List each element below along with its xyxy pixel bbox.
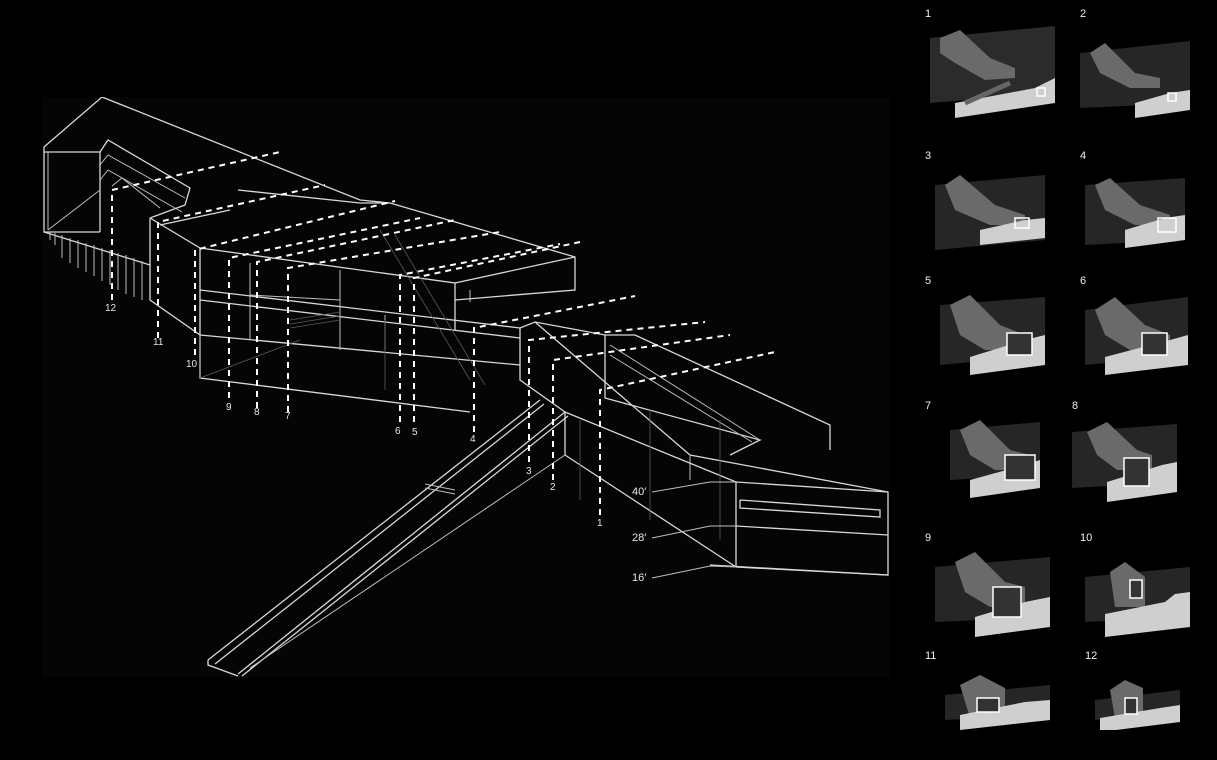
elevation-markers: 40′ 28′ 16′ xyxy=(632,481,737,584)
svg-text:8: 8 xyxy=(254,407,260,418)
section-cut-lines xyxy=(111,151,776,515)
section-model-image xyxy=(1085,178,1185,248)
central-bar xyxy=(149,189,576,413)
section-view-5: 5 xyxy=(925,275,1055,385)
svg-text:12: 12 xyxy=(105,303,117,314)
svg-text:3: 3 xyxy=(526,466,532,477)
section-view-number: 4 xyxy=(1080,150,1087,162)
section-view-2: 2 xyxy=(1080,8,1210,118)
section-view-7: 7 xyxy=(925,400,1055,510)
section-view-number: 12 xyxy=(1085,650,1098,662)
section-view-number: 11 xyxy=(925,650,937,662)
ramp xyxy=(207,399,569,677)
section-model-image xyxy=(935,175,1045,250)
section-model-image xyxy=(1085,562,1190,637)
section-view-number: 3 xyxy=(925,150,932,162)
section-view-9: 9 xyxy=(925,532,1055,642)
section-view-number: 10 xyxy=(1080,532,1093,544)
section-view-number: 2 xyxy=(1080,8,1087,20)
svg-text:28′: 28′ xyxy=(632,532,646,544)
svg-text:16′: 16′ xyxy=(632,572,646,584)
section-view-number: 1 xyxy=(925,8,932,20)
section-view-number: 6 xyxy=(1080,275,1087,287)
section-view-3: 3 xyxy=(925,150,1055,260)
section-model-image xyxy=(930,26,1055,118)
svg-text:5: 5 xyxy=(412,427,418,438)
section-view-number: 5 xyxy=(925,275,932,287)
svg-text:2: 2 xyxy=(550,482,556,493)
svg-text:7: 7 xyxy=(285,411,291,422)
section-model-image xyxy=(940,295,1045,375)
svg-text:9: 9 xyxy=(226,402,232,413)
section-model-image xyxy=(935,552,1050,637)
section-view-4: 4 xyxy=(1080,150,1210,260)
svg-text:11: 11 xyxy=(153,337,164,348)
section-model-image xyxy=(1085,297,1188,375)
section-view-1: 1 xyxy=(925,8,1055,118)
svg-text:6: 6 xyxy=(395,426,401,437)
section-labels: 12 11 10 9 8 7 6 5 4 3 2 1 xyxy=(105,303,603,529)
section-view-11: 11 xyxy=(925,650,1055,760)
section-model-image xyxy=(1072,422,1177,502)
section-view-10: 10 xyxy=(1080,532,1210,642)
east-bar xyxy=(519,321,889,576)
section-view-number: 9 xyxy=(925,532,932,544)
section-view-number: 7 xyxy=(925,400,932,412)
section-model-image xyxy=(1080,41,1190,118)
section-view-12: 12 xyxy=(1085,650,1215,760)
west-wing xyxy=(43,97,391,300)
svg-text:40′: 40′ xyxy=(632,486,646,498)
section-view-8: 8 xyxy=(1072,400,1202,510)
axonometric-drawing-panel: 12 11 10 9 8 7 6 5 4 3 2 1 40′ 28′ 16′ xyxy=(42,97,890,677)
section-view-number: 8 xyxy=(1072,400,1079,412)
svg-text:1: 1 xyxy=(597,518,603,529)
section-model-image xyxy=(950,420,1040,498)
svg-text:4: 4 xyxy=(470,434,476,445)
section-model-image xyxy=(1095,680,1180,730)
svg-text:10: 10 xyxy=(186,359,198,370)
axonometric-drawing: 12 11 10 9 8 7 6 5 4 3 2 1 40′ 28′ 16′ xyxy=(43,97,889,677)
section-view-6: 6 xyxy=(1080,275,1210,385)
